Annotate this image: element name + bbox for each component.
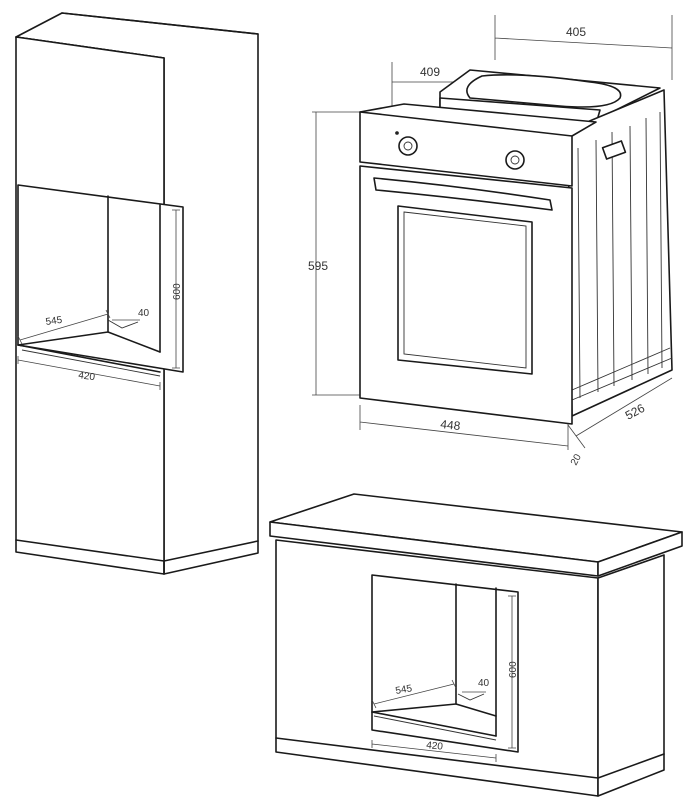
tall-cabinet: 545 40 600 420 — [15, 12, 259, 575]
oven-panel-thickness-label: 20 — [569, 452, 584, 467]
tall-depth-label: 545 — [45, 315, 63, 328]
oven-height-label: 595 — [308, 259, 328, 273]
base-depth-label: 545 — [395, 683, 414, 697]
oven-depth-label: 526 — [623, 401, 648, 423]
base-gap-label: 40 — [478, 678, 490, 689]
oven-top-width-label: 405 — [566, 25, 586, 39]
tall-width-label: 420 — [78, 370, 96, 383]
oven-panel-width-label: 409 — [420, 65, 440, 79]
base-height-label: 600 — [508, 661, 519, 678]
tall-height-label: 600 — [172, 283, 183, 300]
oven-front-width-label: 448 — [440, 417, 462, 433]
base-width-label: 420 — [426, 740, 444, 753]
base-cabinet: 545 40 600 420 — [269, 493, 683, 797]
tall-gap-label: 40 — [138, 308, 150, 319]
oven: 405 409 595 448 526 20 — [308, 15, 673, 467]
